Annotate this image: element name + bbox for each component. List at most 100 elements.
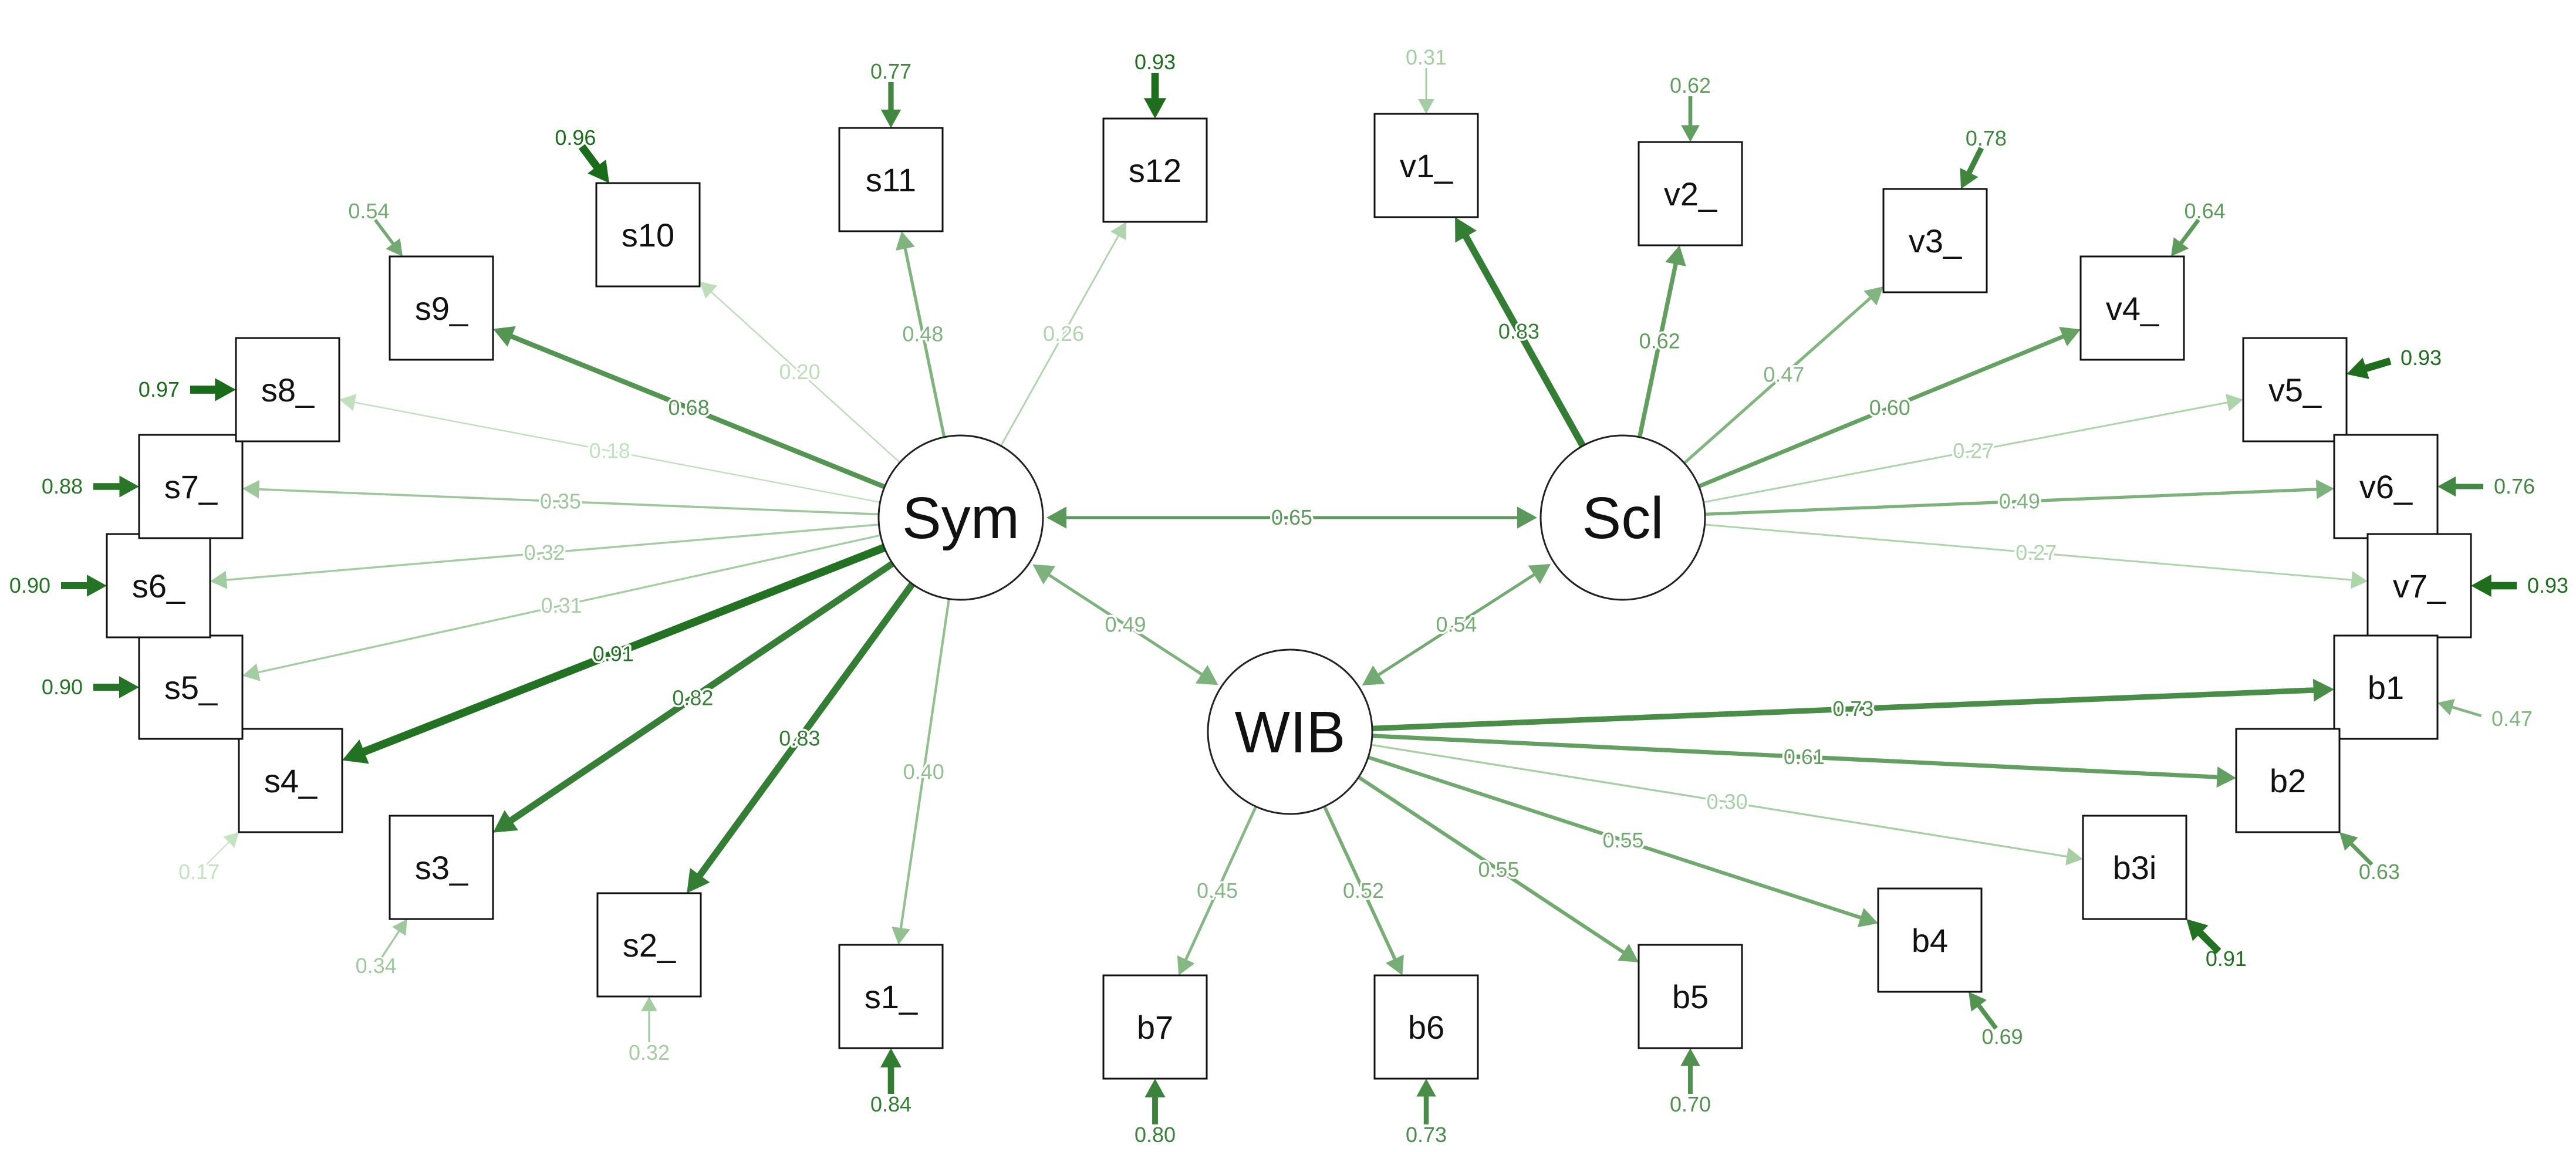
loading-path-s11 — [903, 245, 946, 438]
indicator-node-v4_: v4_ — [2079, 255, 2185, 361]
residual-arrowhead-s3_ — [392, 919, 407, 936]
loading-arrowhead-b5 — [1618, 943, 1639, 962]
loading-arrowhead-v6_ — [2315, 479, 2334, 499]
indicator-node-s11: s11 — [838, 127, 944, 232]
residual-arrowhead-v4_ — [2171, 237, 2189, 256]
indicator-label-b7: b7 — [1137, 1009, 1173, 1046]
indicator-node-s8_: s8_ — [235, 337, 340, 442]
residual-arrowhead-s2_ — [641, 996, 657, 1012]
residual-label-s12: 0.93 — [1135, 50, 1176, 74]
indicator-label-b4: b4 — [1912, 922, 1948, 959]
indicator-label-s11: s11 — [866, 161, 916, 198]
residual-arrowhead-s9_ — [386, 238, 403, 256]
latent-circle-Scl — [1539, 434, 1706, 601]
loading-arrowhead-s5_ — [242, 663, 261, 681]
residual-arrowhead-v3_ — [1960, 168, 1979, 189]
residual-path-s4_ — [206, 839, 232, 865]
indicator-label-v2_: v2_ — [1664, 175, 1717, 212]
loading-label-s4_: 0.91 — [593, 641, 634, 665]
residual-path-s3_ — [381, 928, 401, 958]
residual-label-s8_: 0.97 — [139, 377, 180, 401]
loading-label-s5_: 0.31 — [541, 593, 582, 617]
residual-arrowhead-b2 — [2339, 832, 2358, 851]
loading-arrowhead-v5_ — [2226, 393, 2243, 411]
loading-path-b7 — [1183, 806, 1257, 964]
covariance-arrowhead-WIB — [1195, 665, 1218, 685]
indicator-node-b5: b5 — [1638, 944, 1743, 1049]
loading-path-b5 — [1358, 775, 1628, 956]
indicator-box-v4_ — [2079, 255, 2185, 361]
indicator-label-s6_: s6_ — [132, 567, 185, 604]
indicator-label-v4_: v4_ — [2106, 290, 2159, 327]
loading-label-b4: 0.55 — [1603, 828, 1644, 852]
loading-path-b4 — [1368, 755, 1865, 921]
latent-label-Sym: Sym — [902, 485, 1019, 551]
residual-label-b1: 0.47 — [2491, 707, 2533, 731]
indicator-label-s7_: s7_ — [164, 468, 218, 505]
loading-path-v6_ — [1704, 487, 2320, 516]
covariance-path-Sym-WIB — [1045, 572, 1206, 678]
indicator-box-v6_ — [2333, 434, 2439, 539]
residual-label-s6_: 0.90 — [9, 573, 50, 597]
residual-arrowhead-b7 — [1144, 1079, 1166, 1097]
loading-path-v4_ — [1698, 333, 2068, 489]
indicator-label-v6_: v6_ — [2359, 468, 2413, 505]
indicator-node-v7_: v7_ — [2366, 533, 2472, 639]
indicator-box-b7 — [1102, 974, 1208, 1080]
residual-label-s4_: 0.17 — [178, 860, 220, 884]
residual-arrowhead-s12 — [1143, 98, 1167, 119]
indicator-label-v5_: v5_ — [2268, 371, 2322, 408]
loading-arrowhead-s12 — [1110, 222, 1126, 241]
residual-path-s10 — [578, 144, 603, 173]
residual-arrowhead-s6_ — [86, 575, 107, 597]
loading-arrowhead-s3_ — [493, 810, 518, 833]
indicator-box-s11 — [838, 127, 944, 232]
residual-path-v4_ — [2177, 218, 2200, 247]
covariance-label-Scl-WIB: 0.54 — [1436, 613, 1477, 637]
loading-arrowhead-b6 — [1385, 954, 1404, 975]
residual-arrowhead-s5_ — [119, 676, 139, 698]
residual-label-s9_: 0.54 — [348, 199, 389, 223]
loading-path-v1_ — [1460, 231, 1586, 448]
residual-path-b2 — [2347, 840, 2374, 866]
residual-label-v6_: 0.76 — [2494, 474, 2535, 498]
residual-label-b4: 0.69 — [1982, 1025, 2023, 1049]
covariance-label-Sym-Scl: 0.65 — [1271, 505, 1312, 529]
loading-path-b1 — [1372, 687, 2318, 732]
indicator-label-s1_: s1_ — [865, 978, 918, 1015]
residual-label-v5_: 0.93 — [2401, 346, 2442, 370]
loading-path-s5_ — [255, 534, 881, 674]
indicator-box-b4 — [1877, 887, 1983, 993]
residual-arrowhead-b6 — [1416, 1079, 1436, 1097]
indicator-box-b1 — [2333, 634, 2439, 740]
loading-arrowhead-b1 — [2312, 678, 2334, 702]
residual-arrowhead-v7_ — [2471, 574, 2491, 597]
loading-arrowhead-b7 — [1177, 955, 1195, 975]
indicator-node-b7: b7 — [1102, 974, 1208, 1080]
indicator-label-b2: b2 — [2270, 762, 2306, 799]
indicator-node-s4_: s4_ — [238, 728, 343, 833]
indicator-label-s4_: s4_ — [264, 762, 318, 799]
indicator-node-b2: b2 — [2235, 728, 2341, 833]
loading-arrowhead-s4_ — [342, 739, 369, 764]
loading-path-b6 — [1323, 805, 1398, 963]
indicator-node-v5_: v5_ — [2242, 337, 2348, 442]
indicator-box-s2_ — [596, 892, 702, 998]
indicator-node-b1: b1 — [2333, 634, 2439, 740]
indicator-label-v7_: v7_ — [2393, 567, 2446, 604]
indicator-box-v2_ — [1638, 141, 1743, 246]
indicator-box-s10 — [595, 182, 701, 288]
loading-path-s7_ — [255, 488, 879, 516]
indicator-label-b5: b5 — [1672, 978, 1709, 1015]
covariance-label-Sym-WIB: 0.49 — [1105, 613, 1146, 637]
loading-label-b1: 0.73 — [1832, 697, 1873, 721]
loading-label-b3i: 0.30 — [1707, 790, 1748, 814]
loading-label-s3_: 0.82 — [672, 685, 713, 710]
residual-path-b4 — [1975, 1001, 1998, 1030]
residual-path-b3i — [2195, 928, 2221, 954]
covariance-arrowhead-Sym — [1032, 564, 1056, 585]
indicator-node-s7_: s7_ — [138, 434, 244, 539]
residual-arrowhead-b5 — [1680, 1048, 1700, 1066]
residual-label-v1_: 0.31 — [1406, 45, 1447, 69]
